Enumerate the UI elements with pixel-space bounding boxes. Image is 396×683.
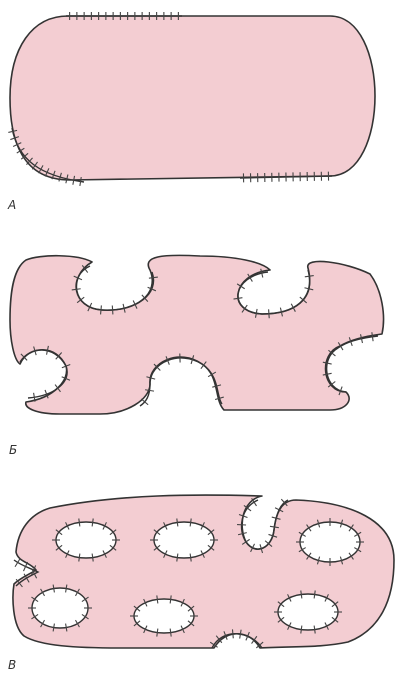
panel-a-cell (8, 12, 375, 186)
panel-b-cell (10, 255, 384, 414)
panel-c-cell (13, 495, 394, 648)
cilium (112, 305, 113, 314)
cavity-c-1 (56, 522, 116, 558)
cilium (15, 558, 20, 567)
cavity-c-4 (32, 588, 88, 628)
cilium (269, 309, 270, 318)
cavity-c-5 (134, 599, 194, 633)
cavity-c-6 (278, 594, 338, 630)
panel-label-b: Б (9, 443, 17, 457)
panel-label-c: В (8, 658, 16, 672)
cavity-c-2 (154, 522, 214, 558)
cell-b-body (10, 255, 384, 414)
panel-label-a: A (8, 198, 16, 212)
cell-a-body (10, 16, 375, 180)
